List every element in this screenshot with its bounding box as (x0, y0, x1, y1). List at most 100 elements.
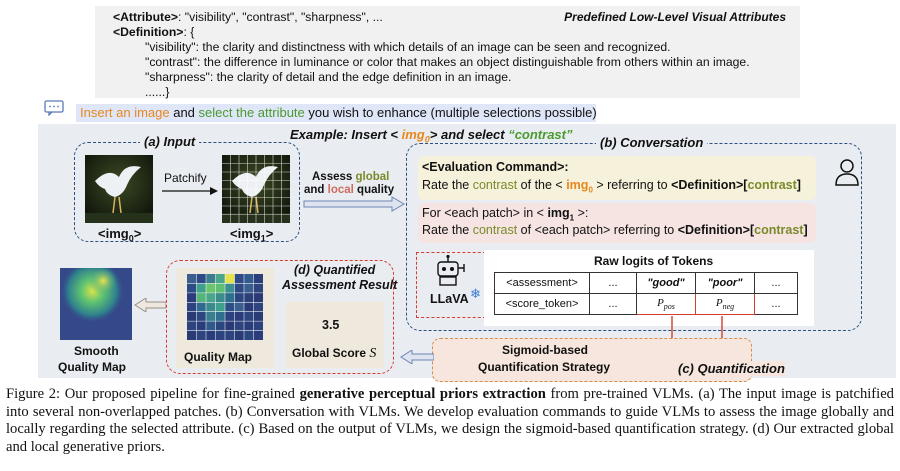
cmd1-e: ] (796, 178, 801, 192)
img0-sub: 0 (128, 233, 134, 244)
cmd1-a: Rate the (422, 178, 473, 192)
cmd2-a: Rate the (422, 223, 473, 237)
command-global-bubble (418, 156, 816, 200)
table-cell: <assessment> (494, 272, 590, 294)
cmd2-img-text: img (547, 206, 570, 220)
attribute-definitions-panel: Predefined Low-Level Visual Attributes <… (95, 6, 800, 99)
llava-label: LLaVA (430, 292, 469, 306)
p-neg-sub: neg (722, 302, 735, 312)
cmd2-line1-a: For <each patch> in < (422, 206, 548, 220)
patchify-arrow (162, 187, 218, 195)
example-img: img0 (401, 127, 430, 145)
patched-image-img1 (222, 155, 290, 223)
global-score-symbol: S (369, 346, 377, 361)
prompt-select-attribute: select the attribute (198, 105, 305, 120)
attribute-values: : "visibility", "contrast", "sharpness",… (178, 10, 383, 24)
table-cell: ... (589, 272, 637, 294)
img1-text: <img (230, 226, 261, 241)
table-row: <assessment> ... "good" "poor" ... (494, 272, 798, 294)
caption-prefix: Figure 2: Our proposed pipeline for fine… (6, 386, 300, 402)
img0-close: > (133, 226, 142, 241)
table-cell-good: "good" (636, 272, 696, 294)
definition-sharpness: "sharpness": the clarity of detail and t… (145, 70, 512, 84)
p-neg-cell: Pneg (695, 293, 755, 315)
definition-contrast: "contrast": the difference in luminance … (145, 55, 750, 69)
img1-label: <img1> (230, 226, 273, 244)
sigmoid-line1: Sigmoid-based (502, 343, 589, 357)
cmd2-def: <Definition>[ (677, 223, 755, 237)
evaluation-command-header: <Evaluation Command>: (422, 160, 569, 174)
user-icon (835, 159, 859, 186)
assess-local: local (327, 184, 354, 196)
table-cell: ... (754, 293, 798, 315)
assess-line2: and local quality (304, 184, 394, 196)
sigmoid-line2: Quantification Strategy (478, 360, 611, 374)
cmd2-img-sub: 1 (569, 213, 575, 223)
user-prompt-bar: Insert an image and select the attribute… (76, 104, 597, 122)
input-section-label: (a) Input (140, 134, 200, 149)
quantification-label: (c) Quantification (678, 361, 785, 376)
snowflake-icon: ❄ (470, 286, 481, 301)
p-pos-symbol: P (657, 296, 664, 309)
cmd2-img: img1 (547, 206, 575, 223)
quantified-result-box (166, 260, 394, 374)
input-image-img0 (85, 155, 153, 223)
logits-title: Raw logits of Tokens (594, 254, 714, 268)
cmd1-contrast: contrast (472, 178, 518, 192)
quality-map-grid (187, 274, 263, 340)
cmd1-def: <Definition>[ (671, 178, 748, 192)
smooth-label-line2: Quality Map (58, 360, 127, 374)
quantified-label-line2: Assessment Result (282, 278, 398, 292)
cmd1-img-text: img (566, 178, 589, 192)
img1-sub: 1 (260, 233, 266, 244)
cmd1-c: > referring to (592, 178, 672, 192)
example-img-text: img (401, 127, 425, 142)
logits-table: <assessment> ... "good" "poor" ... <scor… (494, 272, 798, 315)
conversation-label: (b) Conversation (596, 135, 708, 150)
command-global-text: Rate the contrast of the < img0 > referr… (422, 178, 801, 195)
img0-label: <img0> (98, 226, 141, 244)
command-local-bubble (418, 203, 816, 243)
prompt-and: and (169, 105, 199, 120)
table-cell-poor: "poor" (695, 272, 755, 294)
quantified-label-line1: (d) Quantified (294, 263, 376, 277)
p-neg-symbol: P (715, 296, 723, 309)
example-mid: > and select (429, 127, 509, 142)
prompt-rest: you wish to enhance (multiple selections… (304, 105, 597, 120)
table-row: <score_token> ... Ppos Pneg ... (494, 293, 798, 315)
result-to-smooth-arrow (134, 298, 166, 312)
command-local-line1: For <each patch> in < img1 >: (422, 206, 588, 223)
caption-rest: from pre-trained VLMs. (a) The input ima… (6, 386, 894, 455)
assess-arrow (303, 196, 405, 212)
global-score-panel (286, 302, 384, 368)
assess-and: and (304, 184, 328, 196)
definition-open: : { (183, 25, 195, 39)
cmd1-d: contrast (747, 178, 797, 192)
attribute-line: <Attribute>: "visibility", "contrast", "… (113, 10, 383, 24)
cmd1-img: img0 (566, 178, 593, 195)
definitions-title: Predefined Low-Level Visual Attributes (564, 10, 786, 24)
smooth-quality-map (60, 268, 132, 340)
chat-bubble-icon (44, 100, 64, 116)
figure-caption: Figure 2: Our proposed pipeline for fine… (6, 386, 894, 456)
global-score-text: Global Score (292, 346, 370, 360)
table-cell: ... (754, 272, 798, 294)
example-prefix: Example: Insert < (290, 127, 402, 142)
patchify-label: Patchify (164, 171, 207, 185)
assess-quality: quality (353, 184, 395, 196)
sigmoid-to-result-arrow (400, 350, 434, 364)
definition-end: ......} (145, 85, 170, 99)
robot-icon (437, 254, 465, 286)
cmd1-img-sub: 0 (588, 185, 593, 195)
cmd2-b: of <each patch> referring to (517, 223, 678, 237)
p-pos-sub: pos (663, 302, 675, 312)
assess-line1: Assess global (312, 171, 389, 183)
prompt-insert-image: Insert an image (80, 105, 170, 120)
img0-text: <img (98, 226, 129, 241)
cmd2-contrast: contrast (472, 223, 518, 237)
assess-word: Assess (312, 171, 356, 183)
example-line: Example: Insert < img0> and select “cont… (290, 127, 572, 145)
assess-global: global (355, 171, 390, 183)
smooth-label-line1: Smooth (74, 344, 119, 358)
table-cell: <score_token> (494, 293, 590, 315)
